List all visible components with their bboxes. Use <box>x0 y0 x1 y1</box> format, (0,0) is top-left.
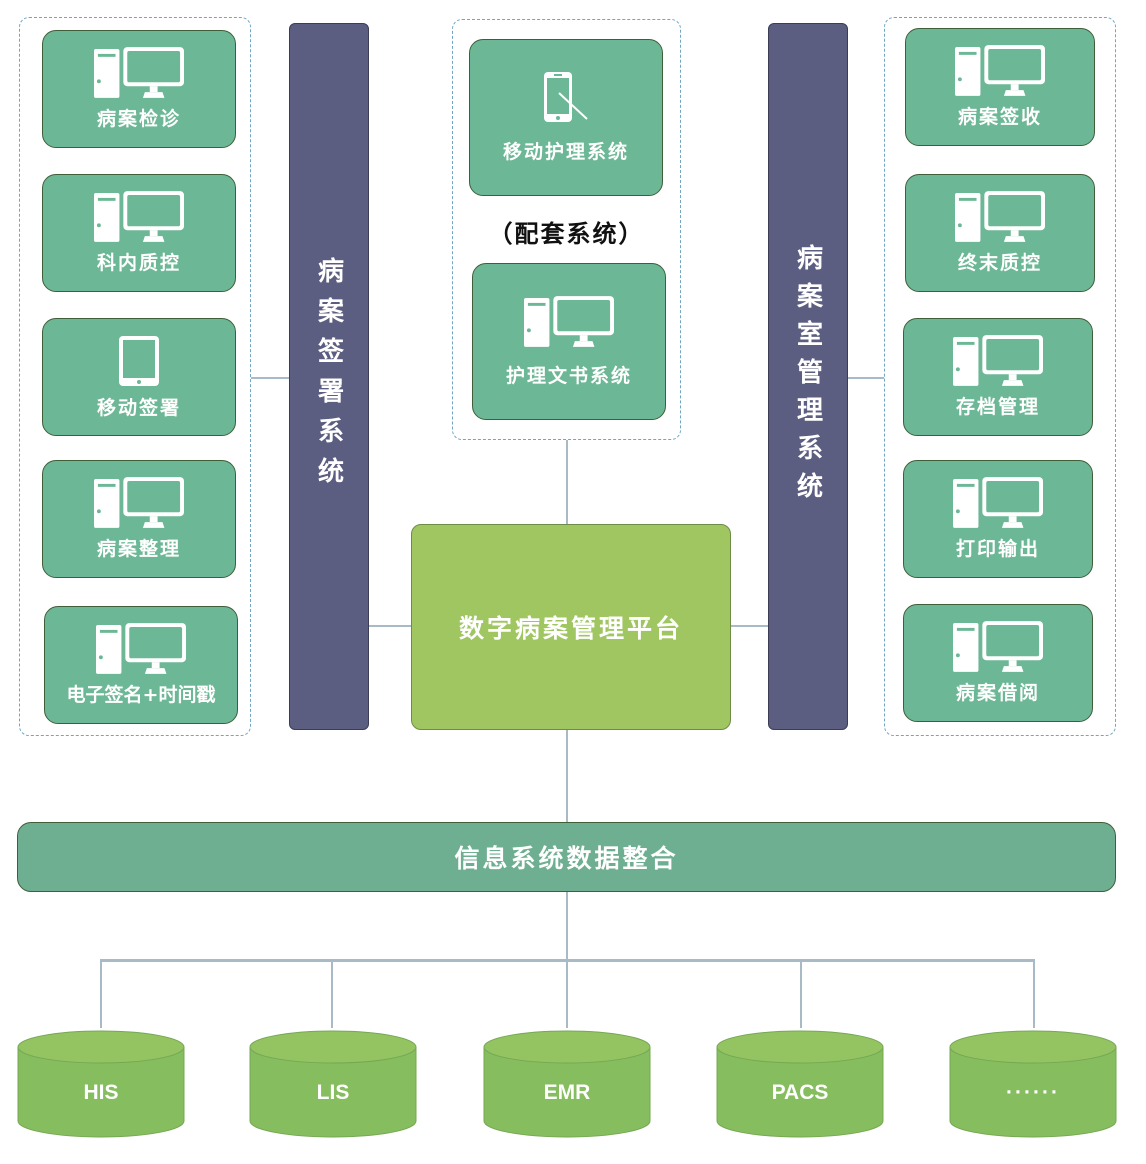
digital-record-platform[interactable]: 数字病案管理平台 <box>411 524 731 730</box>
desktop-computer-icon <box>953 335 1043 386</box>
right-tile-record-borrowing[interactable]: 病案借阅 <box>903 604 1093 722</box>
tile-label: 电子签名+时间戳 <box>66 684 216 706</box>
supporting-systems-note: （配套系统） <box>488 220 645 248</box>
tile-label: 移动护理系统 <box>502 141 629 163</box>
tile-label: 病案整理 <box>96 538 181 560</box>
database-more[interactable]: ······ <box>949 1025 1117 1141</box>
connector-bus-to-more <box>1033 960 1035 1028</box>
desktop-computer-icon <box>524 296 614 347</box>
database-label: ······ <box>1006 1081 1060 1104</box>
tile-label: 病案借阅 <box>955 682 1040 704</box>
connector-platform-to-right-bar <box>731 625 768 627</box>
right-system-label: 病案室管理系统 <box>792 243 823 510</box>
desktop-computer-icon <box>953 477 1043 528</box>
data-integration-bar[interactable]: 信息系统数据整合 <box>17 822 1116 892</box>
tile-label: 终末质控 <box>957 252 1042 274</box>
database-pacs[interactable]: PACS <box>716 1025 884 1141</box>
database-cylinder-icon <box>249 1030 417 1138</box>
integration-label: 信息系统数据整合 <box>454 844 679 873</box>
left-tile-esignature-timestamp[interactable]: 电子签名+时间戳 <box>44 606 238 724</box>
left-tile-dept-quality-control[interactable]: 科内质控 <box>42 174 236 292</box>
platform-label: 数字病案管理平台 <box>458 614 683 643</box>
left-tile-mobile-signing[interactable]: 移动签署 <box>42 318 236 436</box>
connector-bus-to-pacs <box>800 960 802 1028</box>
desktop-computer-icon <box>96 623 186 674</box>
database-emr[interactable]: EMR <box>483 1025 651 1141</box>
connector-right-bar-to-group <box>848 377 884 379</box>
database-cylinder-icon <box>483 1030 651 1138</box>
left-tile-record-organizing[interactable]: 病案整理 <box>42 460 236 578</box>
connector-bus-to-lis <box>331 960 333 1028</box>
left-group-frame <box>19 17 251 736</box>
tablet-icon <box>118 335 160 387</box>
left-system-bar[interactable]: 病案签署系统 <box>289 23 369 730</box>
connector-integration-to-bus <box>566 892 568 960</box>
tile-label: 科内质控 <box>96 252 181 274</box>
desktop-computer-icon <box>955 45 1045 96</box>
desktop-computer-icon <box>94 47 184 98</box>
right-tile-record-receipt[interactable]: 病案签收 <box>905 28 1095 146</box>
database-his[interactable]: HIS <box>17 1025 185 1141</box>
desktop-computer-icon <box>953 621 1043 672</box>
database-cylinder-icon <box>949 1030 1117 1138</box>
desktop-computer-icon <box>94 191 184 242</box>
connector-left-bar-to-platform <box>369 625 411 627</box>
connector-left-group-to-bar <box>251 377 289 379</box>
tile-label: 移动签署 <box>96 396 181 419</box>
database-label: LIS <box>316 1081 350 1104</box>
smartphone-stylus-icon <box>543 71 589 123</box>
right-tile-print-output[interactable]: 打印输出 <box>903 460 1093 578</box>
left-tile-record-inspection[interactable]: 病案检诊 <box>42 30 236 148</box>
tile-label: 存档管理 <box>955 396 1040 418</box>
right-group-frame <box>884 17 1116 736</box>
database-label: PACS <box>771 1081 829 1104</box>
left-system-label: 病案签署系统 <box>313 256 344 497</box>
database-label: EMR <box>543 1081 591 1104</box>
tile-label: 病案检诊 <box>96 108 181 130</box>
desktop-computer-icon <box>955 191 1045 242</box>
database-cylinder-icon <box>17 1030 185 1138</box>
center-tile-nursing-documents[interactable]: 护理文书系统 <box>472 263 666 420</box>
right-system-bar[interactable]: 病案室管理系统 <box>768 23 848 730</box>
connector-platform-to-integration <box>566 730 568 823</box>
tile-label: 打印输出 <box>955 538 1040 560</box>
connector-center-group-to-platform <box>566 440 568 525</box>
tile-label: 病案签收 <box>957 106 1042 128</box>
connector-bus-to-his <box>100 960 102 1028</box>
desktop-computer-icon <box>94 477 184 528</box>
tile-label: 护理文书系统 <box>505 364 632 387</box>
right-tile-archive-management[interactable]: 存档管理 <box>903 318 1093 436</box>
database-lis[interactable]: LIS <box>249 1025 417 1141</box>
right-tile-final-quality-control[interactable]: 终末质控 <box>905 174 1095 292</box>
connector-bus-to-emr <box>566 960 568 1028</box>
database-cylinder-icon <box>716 1030 884 1138</box>
center-group-frame <box>452 19 681 440</box>
center-tile-mobile-nursing[interactable]: 移动护理系统 <box>469 39 663 196</box>
database-label: HIS <box>83 1081 119 1104</box>
